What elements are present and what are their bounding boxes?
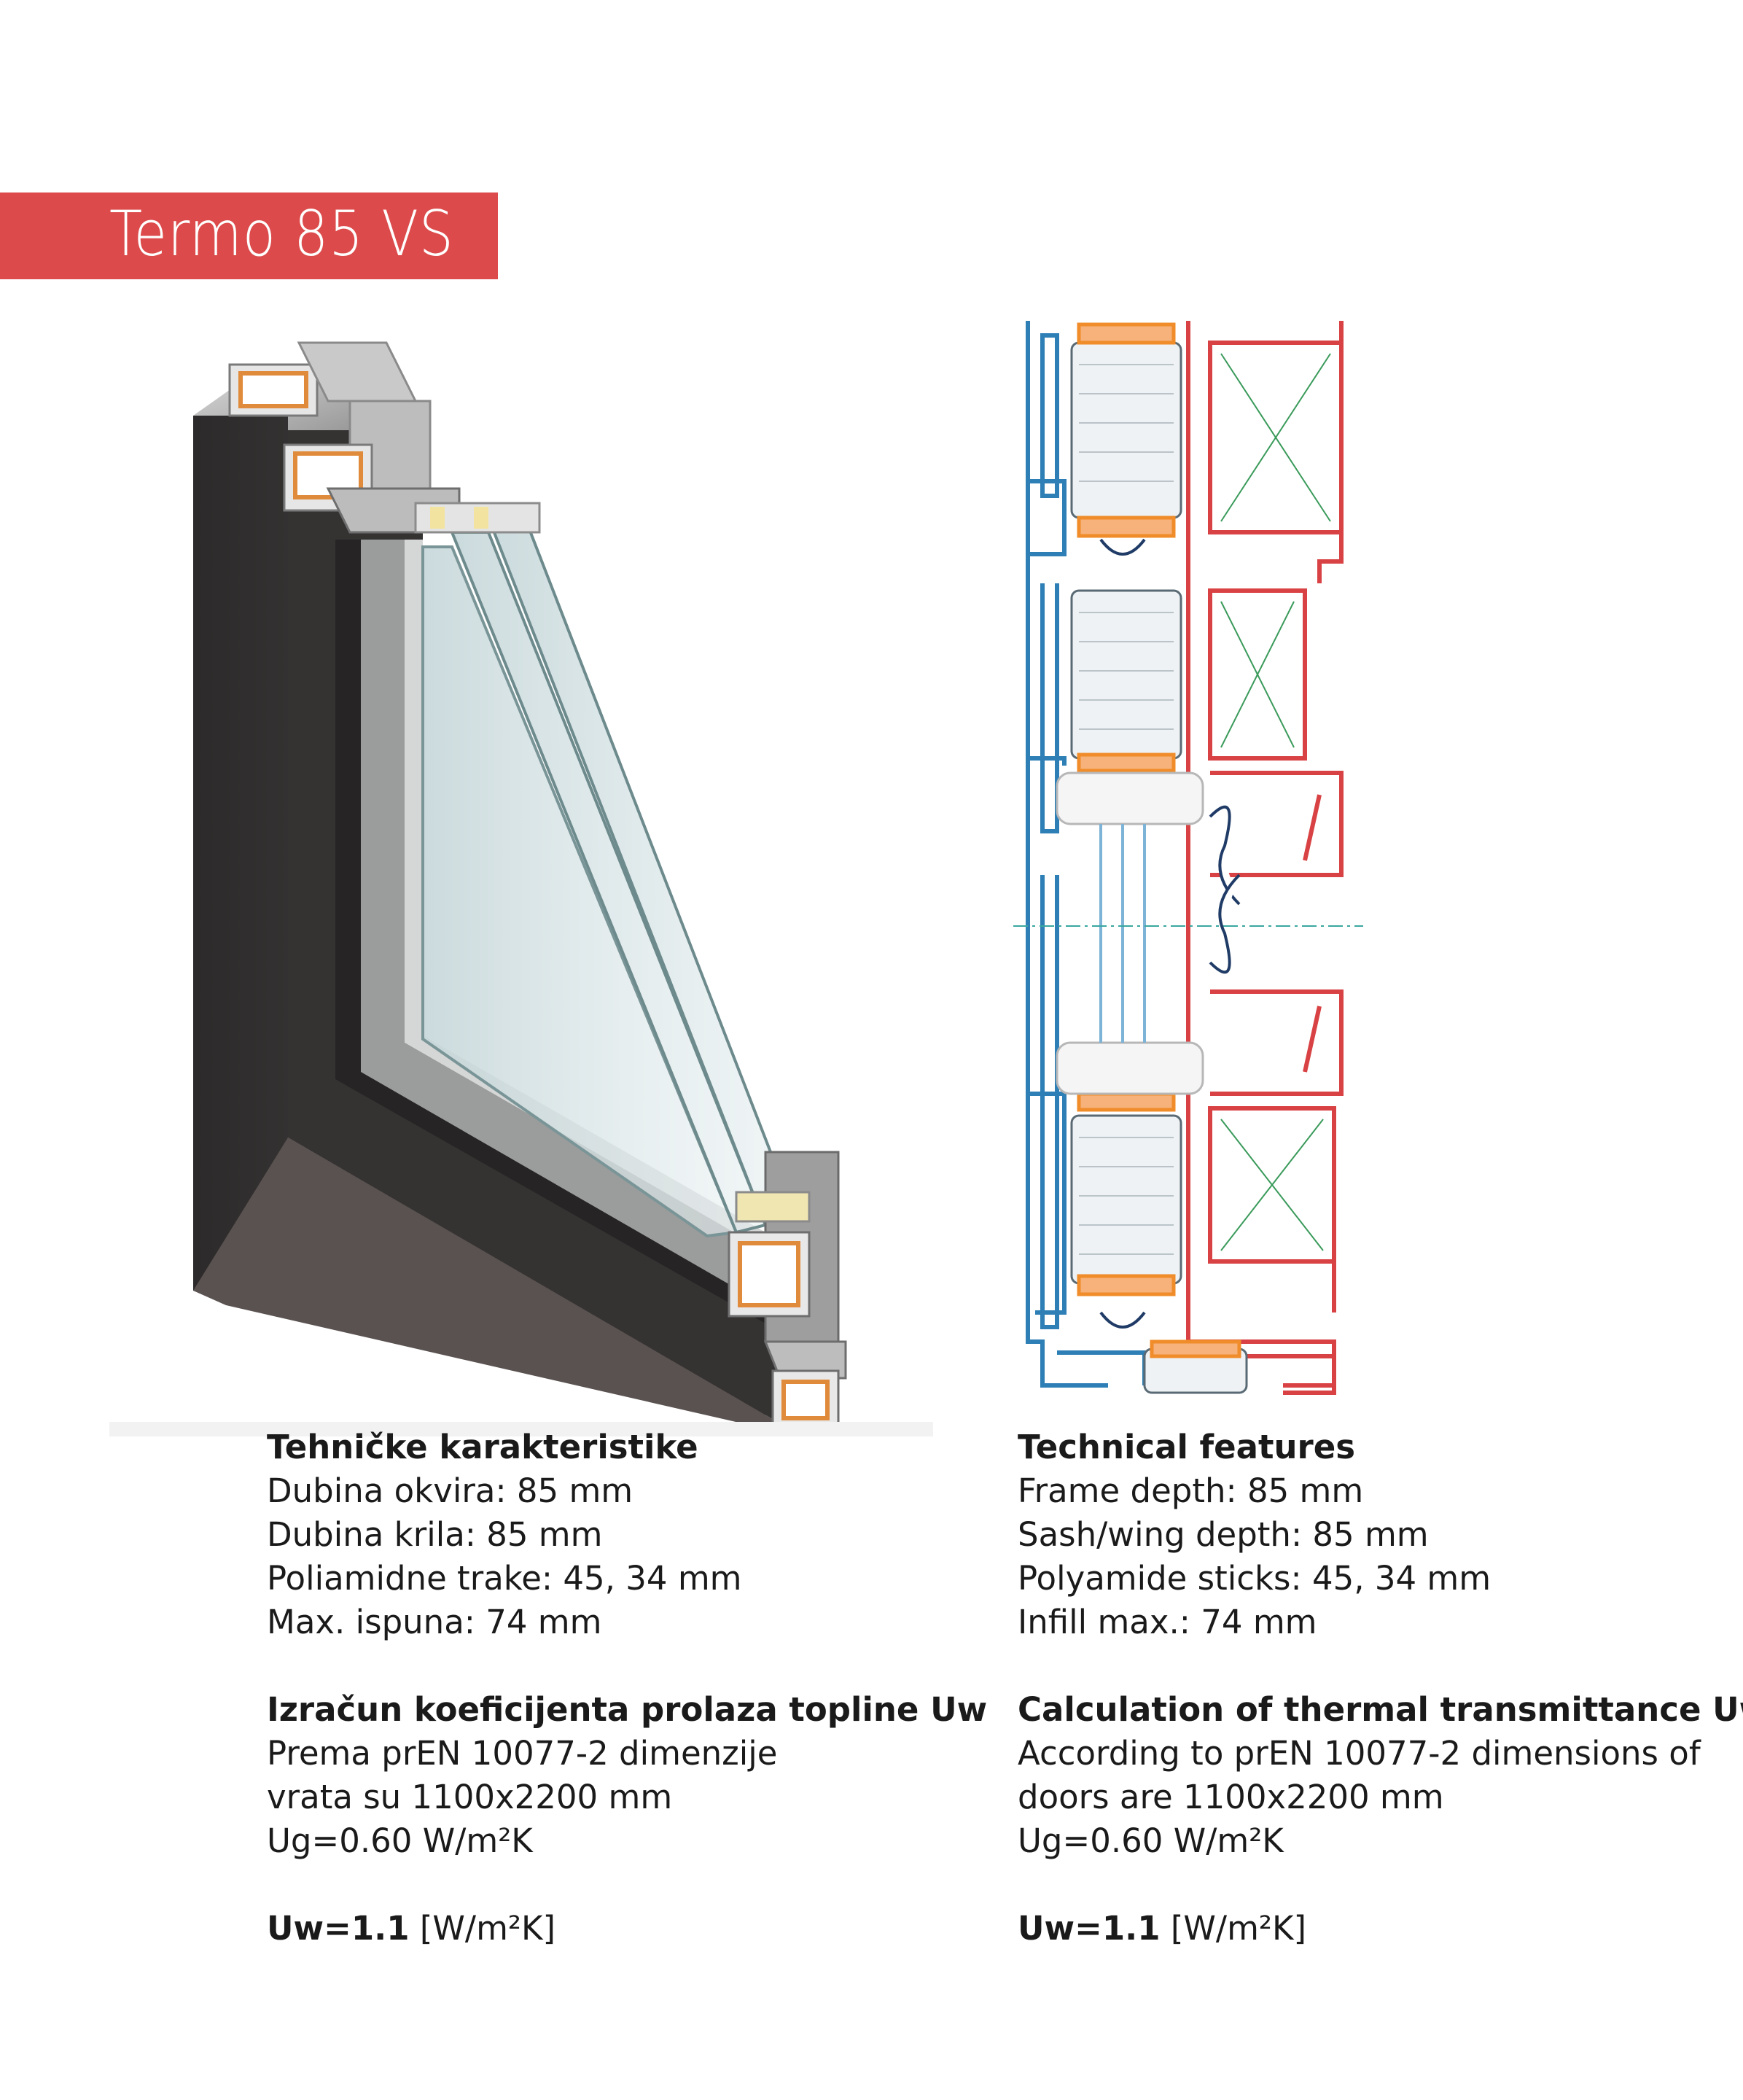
calc-line: doors are 1100x2200 mm: [1018, 1778, 1444, 1816]
profile-photo-image: [109, 341, 933, 1436]
calc-heading: Calculation of thermal transmittance Uw: [1018, 1690, 1743, 1729]
calc-heading: Izračun koeficijenta prolaza topline Uw: [267, 1690, 988, 1729]
calc-line: Ug=0.60 W/m²K: [1018, 1821, 1284, 1860]
feature-line: Polyamide sticks: 45, 34 mm: [1018, 1559, 1492, 1598]
features-heading: Technical features: [1018, 1428, 1356, 1466]
uw-result: Uw=1.1 [W/m²K]: [1018, 1907, 1674, 1951]
uw-unit: [W/m²K]: [419, 1909, 556, 1948]
features-hr: Tehničke karakteristike Dubina okvira: 8…: [267, 1426, 988, 1951]
feature-line: Sash/wing depth: 85 mm: [1018, 1515, 1429, 1554]
uw-unit: [W/m²K]: [1170, 1909, 1307, 1948]
page-title: Termo 85 VS: [109, 198, 454, 271]
uw-value: Uw=1.1: [267, 1909, 410, 1948]
cross-section-drawing: [1013, 321, 1363, 1395]
calc-line: Ug=0.60 W/m²K: [267, 1821, 533, 1860]
title-band: [0, 192, 498, 279]
calc-line: Prema prEN 10077-2 dimenzije: [267, 1734, 778, 1773]
calc-line: According to prEN 10077-2 dimensions of: [1018, 1734, 1701, 1773]
feature-line: Max. ispuna: 74 mm: [267, 1603, 602, 1641]
feature-line: Infill max.: 74 mm: [1018, 1603, 1317, 1641]
feature-line: Poliamidne trake: 45, 34 mm: [267, 1559, 742, 1598]
calc-line: vrata su 1100x2200 mm: [267, 1778, 673, 1816]
feature-line: Dubina krila: 85 mm: [267, 1515, 603, 1554]
uw-value: Uw=1.1: [1018, 1909, 1161, 1948]
features-heading: Tehničke karakteristike: [267, 1428, 698, 1466]
feature-line: Dubina okvira: 85 mm: [267, 1471, 633, 1510]
uw-result: Uw=1.1 [W/m²K]: [267, 1907, 923, 1951]
feature-line: Frame depth: 85 mm: [1018, 1471, 1364, 1510]
features-en: Technical features Frame depth: 85 mm Sa…: [1018, 1426, 1743, 1951]
